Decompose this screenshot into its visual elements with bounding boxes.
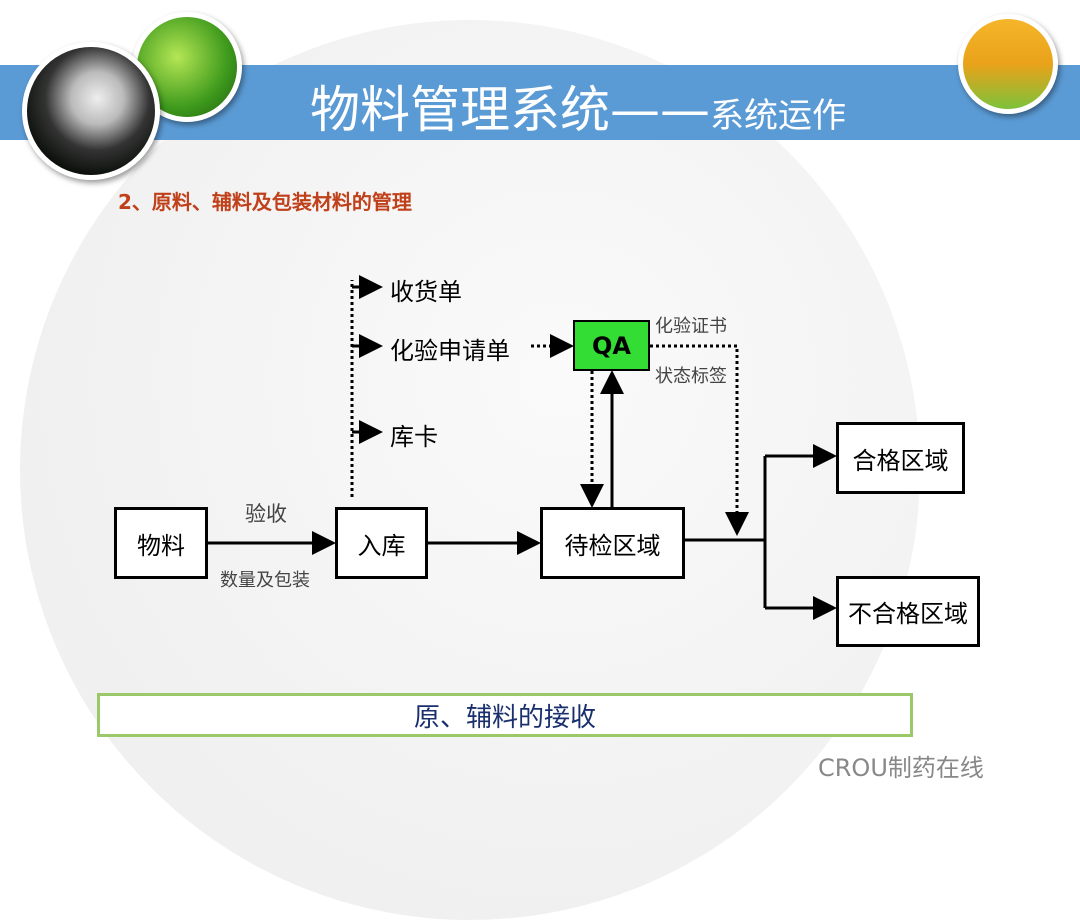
doc-receipt: 收货单 bbox=[390, 278, 462, 306]
section-subtitle: 2、原料、辅料及包装材料的管理 bbox=[118, 190, 412, 214]
arrow-qa-output bbox=[650, 344, 749, 536]
dandelion-photo bbox=[22, 42, 160, 180]
diagram-connectors bbox=[208, 275, 837, 620]
label-status-tag: 状态标签 bbox=[655, 366, 727, 387]
tulip-photo bbox=[958, 14, 1058, 114]
background-circle bbox=[20, 20, 920, 920]
label-certificate: 化验证书 bbox=[655, 316, 727, 337]
label-acceptance: 验收 bbox=[245, 502, 287, 526]
doc-test-request: 化验申请单 bbox=[390, 337, 510, 365]
page-title: 物料管理系统——系统运作 bbox=[310, 81, 846, 139]
node-unqualified: 不合格区域 bbox=[836, 576, 980, 647]
node-material: 物料 bbox=[114, 507, 208, 579]
qa-box: QA bbox=[573, 320, 650, 371]
label-quantity: 数量及包装 bbox=[220, 570, 310, 591]
node-qualified: 合格区域 bbox=[836, 422, 965, 494]
node-storage: 入库 bbox=[335, 507, 428, 579]
watermark: CROU制药在线 bbox=[818, 754, 984, 782]
doc-stock-card: 库卡 bbox=[390, 423, 438, 451]
footer-caption-box: 原、辅料的接收 bbox=[97, 693, 913, 737]
node-pending: 待检区域 bbox=[540, 507, 685, 579]
